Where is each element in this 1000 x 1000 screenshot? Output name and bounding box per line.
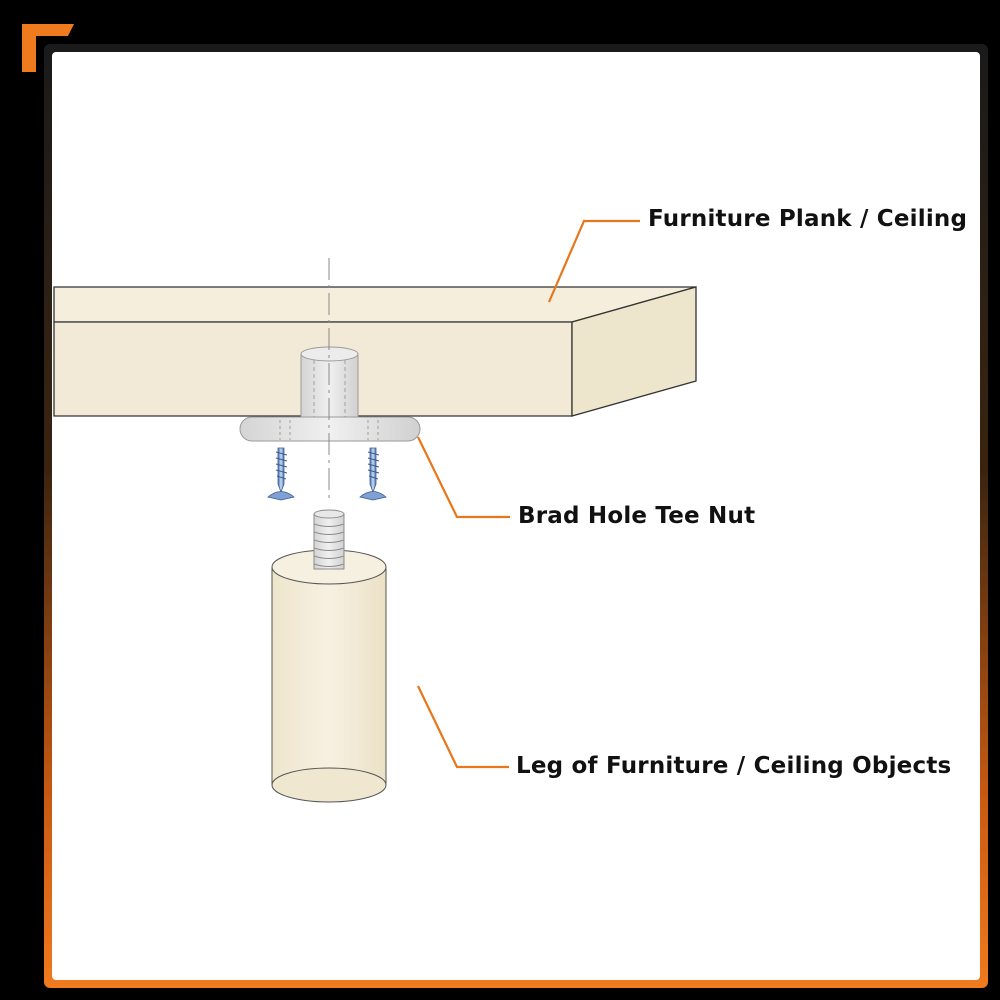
leader-lines	[417, 219, 640, 769]
diagram-panel	[52, 52, 980, 980]
furniture-leg	[271, 509, 387, 803]
plank-label: Furniture Plank / Ceiling	[648, 206, 968, 232]
plank-leader-line	[547, 219, 640, 303]
leg-leader-line	[417, 685, 509, 769]
tee-nut-leader-line	[417, 436, 510, 519]
screw-icon	[359, 447, 387, 501]
leg-label: Leg of Furniture / Ceiling Objects	[516, 753, 952, 779]
corner-bracket-icon	[22, 24, 74, 72]
screw-icon	[267, 447, 295, 501]
furniture-plank	[53, 286, 697, 417]
tee-nut-label: Brad Hole Tee Nut	[518, 503, 756, 529]
